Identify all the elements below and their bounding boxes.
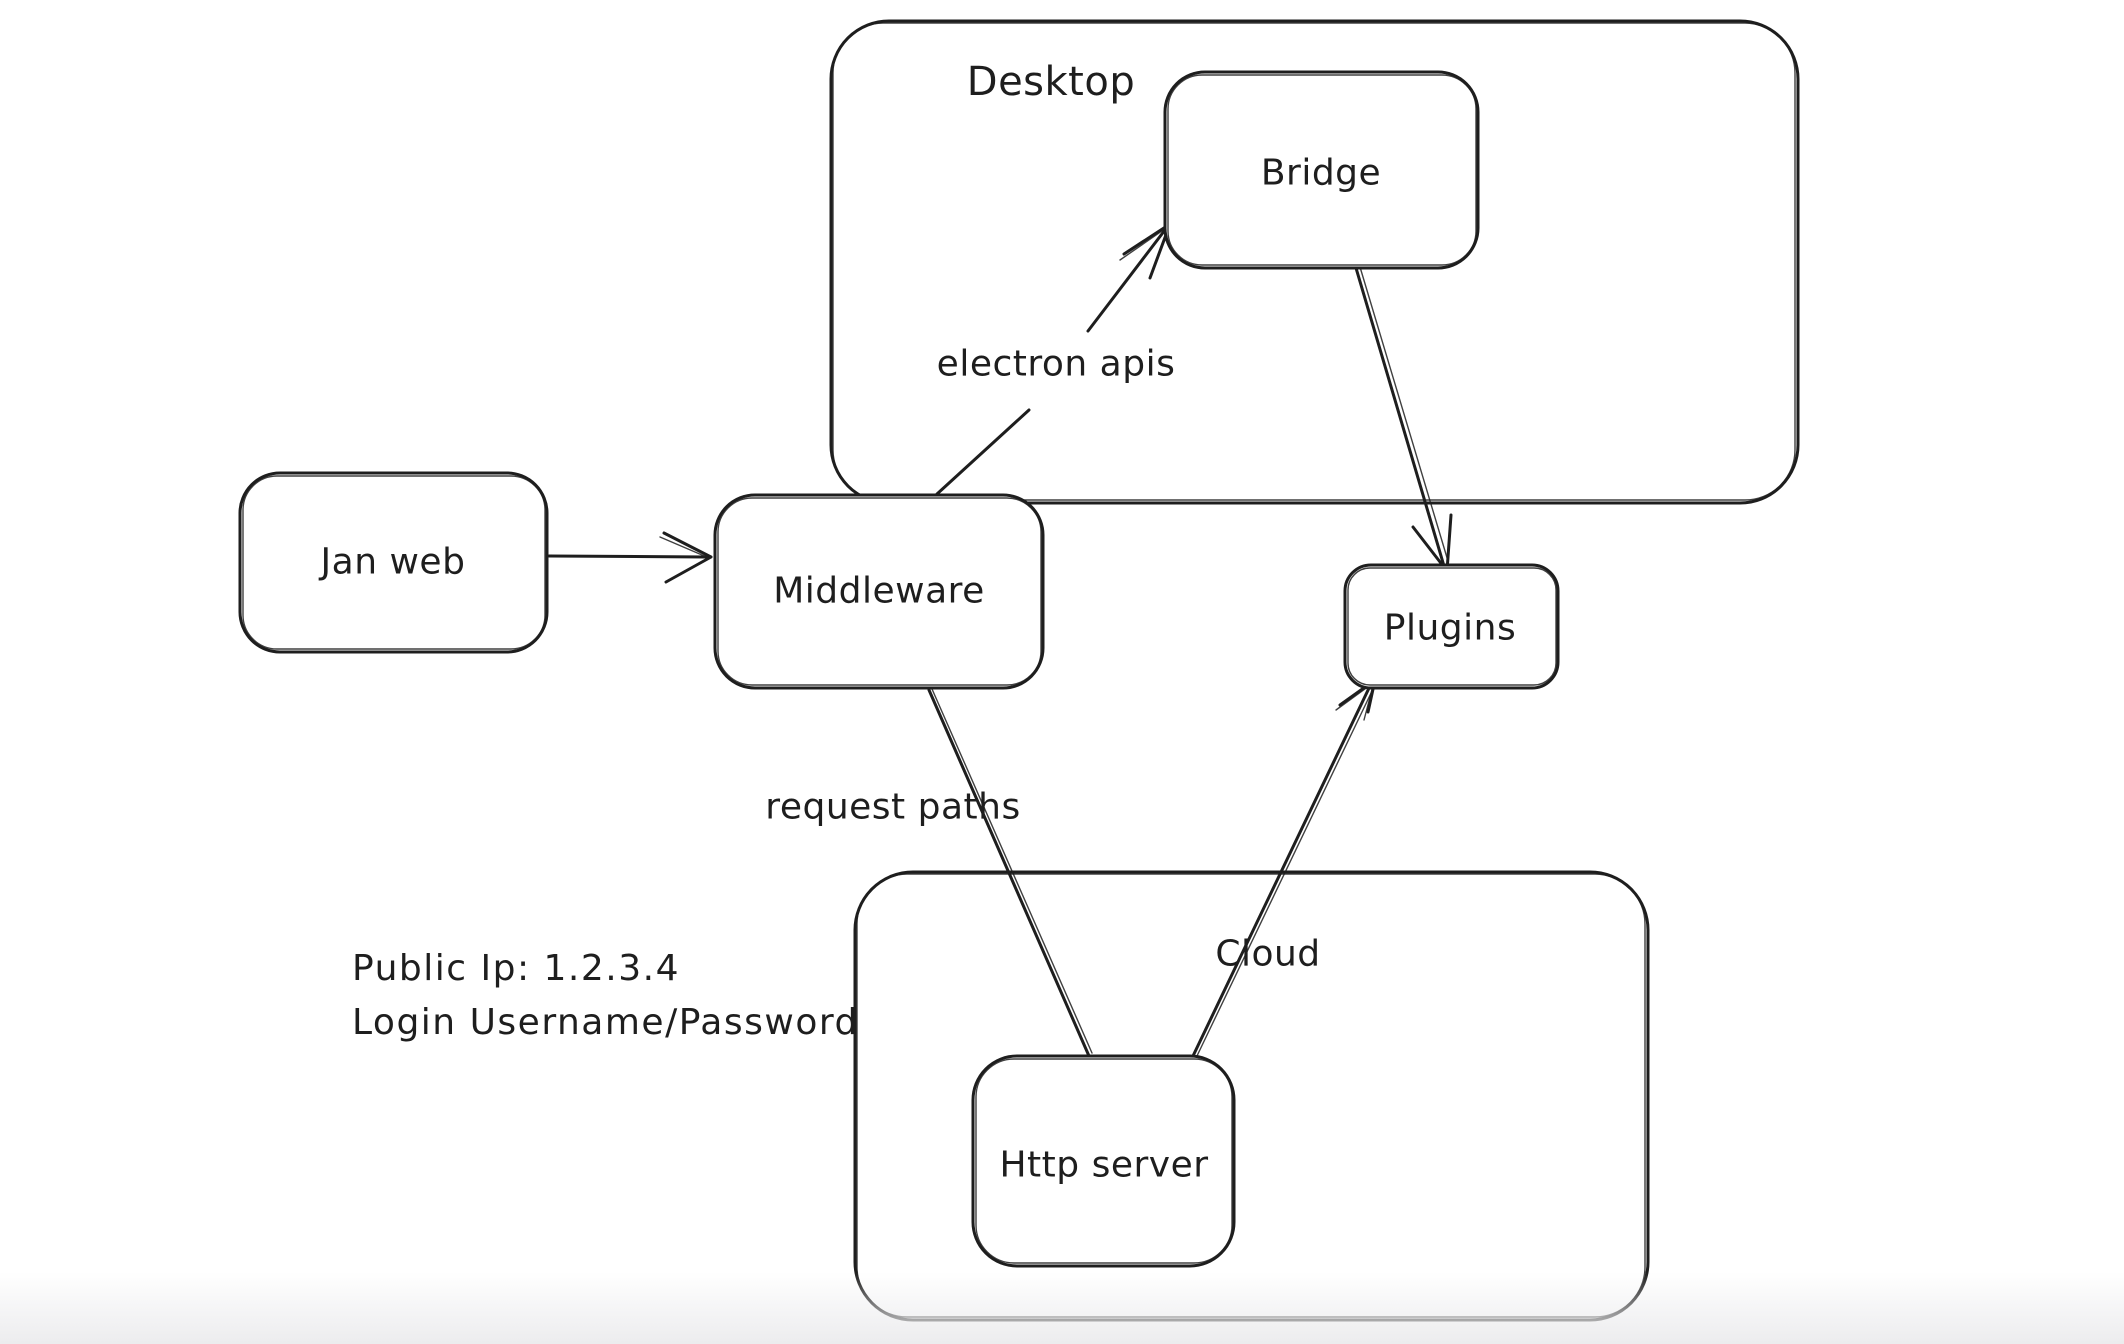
arrow-middleware-to-bridge[interactable] [935,222,1172,496]
arrow-shaft [1191,684,1372,1058]
middleware-node-box[interactable] [713,493,1045,690]
arrowhead [662,531,713,584]
plugins-outline-rough [1347,567,1557,686]
janweb-node-label: Jan web [320,541,466,583]
arrow-shaft [1354,266,1446,568]
arrowhead-rough [1119,225,1170,261]
janweb-node-box[interactable] [238,471,549,654]
middleware-outline [713,493,1045,690]
request-paths-edge-label: request paths [765,786,1021,828]
arrow-bridge-to-plugins[interactable] [1354,266,1453,573]
arrow-shaft [547,554,708,559]
login-credentials-text: Login Username/Password [352,1002,859,1043]
line-middleware-to-httpserver[interactable] [927,688,1093,1058]
httpserver-node-box[interactable] [971,1054,1236,1268]
arrow-httpserver-to-plugins[interactable] [1191,678,1377,1059]
public-ip-text: Public Ip: 1.2.3.4 [352,948,680,989]
bridge-node-label: Bridge [1260,152,1382,194]
middleware-node-label: Middleware [773,570,985,612]
arrowhead-rough [659,536,710,559]
janweb-outline-rough [242,475,546,650]
middleware-outline-rough [717,497,1042,686]
server-credentials-note[interactable]: Public Ip: 1.2.3.4 Login Username/Passwo… [352,942,859,1050]
line-shaft-rough [931,688,1093,1054]
desktop-container-outline [829,19,1800,505]
httpserver-outline-rough [975,1058,1233,1264]
arrow-shaft-rough [1359,266,1449,562]
arrow-shaft-upper [1086,224,1170,333]
desktop-container-box[interactable] [829,19,1800,505]
arrow-shaft-rough [1195,688,1374,1059]
httpserver-outline [971,1054,1236,1268]
desktop-container-outline-rough [832,22,1796,501]
electron-apis-edge-label: electron apis [936,343,1176,385]
desktop-container-label: Desktop [966,59,1136,105]
cloud-container-label: Cloud [1215,933,1321,975]
plugins-node-label: Plugins [1383,607,1517,649]
arrow-janweb-to-middleware[interactable] [547,531,713,584]
line-shaft [927,688,1091,1058]
arrow-shaft-lower [935,408,1031,496]
bridge-node-box[interactable] [1163,70,1480,270]
bridge-outline [1163,70,1480,270]
plugins-node-box[interactable] [1343,563,1560,690]
bridge-outline-rough [1167,74,1477,266]
janweb-outline [238,471,549,654]
httpserver-node-label: Http server [999,1144,1209,1186]
plugins-outline [1343,563,1560,690]
